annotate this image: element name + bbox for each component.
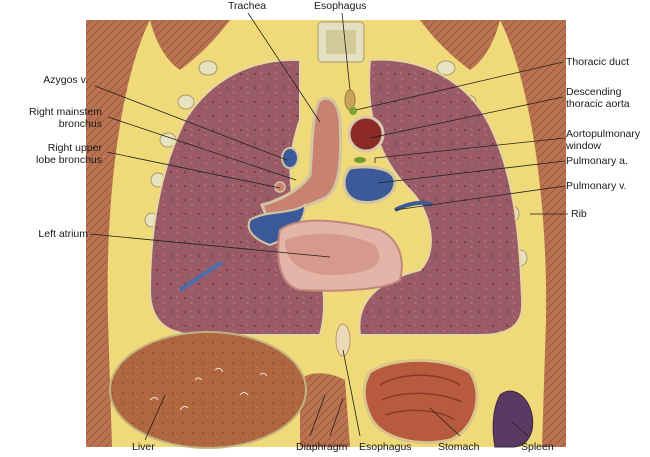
label-pulmonary-v: Pulmonary v. — [566, 180, 627, 192]
stomach — [362, 358, 479, 445]
leader-left-atrium — [89, 233, 331, 258]
aortopulmonary-window — [354, 157, 366, 163]
label-esophagus-bottom: Esophagus — [359, 441, 412, 453]
label-rib: Rib — [571, 208, 587, 220]
leader-stomach — [429, 407, 461, 437]
label-stomach: Stomach — [438, 441, 480, 453]
label-esophagus-top: Esophagus — [314, 0, 367, 12]
leader-pulmonary-v — [394, 185, 566, 211]
thoracic-duct — [349, 107, 357, 115]
descending-aorta — [347, 115, 385, 153]
esophagus-lower — [335, 323, 351, 357]
label-right-upper-lobe: Right upper lobe bronchus — [36, 142, 102, 166]
label-pulmonary-a: Pulmonary a. — [566, 155, 628, 167]
label-azygos: Azygos v. — [43, 74, 88, 86]
leader-thoracic-duct — [355, 61, 564, 111]
label-aortopulmonary: Aortopulmonary window — [566, 128, 641, 152]
leader-esophagus-bottom — [342, 349, 361, 437]
azygos-vein — [281, 147, 299, 169]
left-lung — [358, 58, 524, 336]
leader-right-mainstem — [107, 116, 297, 181]
vertebra — [317, 21, 365, 63]
label-thoracic-duct: Thoracic duct — [566, 56, 630, 68]
label-diaphragm: Diaphragm — [296, 441, 348, 453]
label-spleen: Spleen — [521, 441, 554, 453]
vessel-branch — [178, 260, 224, 292]
diaphragm-crus — [300, 373, 350, 447]
label-descending-aorta: Descending thoracic aorta — [566, 86, 630, 110]
leader-spleen — [511, 421, 529, 437]
leader-azygos — [94, 85, 288, 161]
leader-right-upper-lobe — [106, 151, 281, 189]
label-trachea: Trachea — [228, 0, 267, 12]
label-liver: Liver — [132, 441, 155, 453]
pulmonary-vein-left — [394, 200, 433, 212]
liver — [109, 331, 307, 449]
leader-trachea — [247, 12, 321, 123]
esophagus-upper — [344, 89, 356, 111]
leader-pulmonary-a — [377, 160, 566, 184]
leader-aortopulmonary — [374, 137, 566, 163]
leader-lines — [89, 12, 568, 441]
pulmonary-artery — [342, 165, 397, 205]
leader-descending-aorta — [369, 96, 564, 139]
leader-esophagus-top — [341, 12, 351, 91]
leader-liver — [144, 394, 166, 441]
leader-diaphragm — [309, 394, 344, 437]
spleen — [492, 390, 534, 448]
label-right-mainstem: Right mainstem bronchus — [29, 106, 102, 130]
label-left-atrium: Left atrium — [38, 228, 88, 240]
